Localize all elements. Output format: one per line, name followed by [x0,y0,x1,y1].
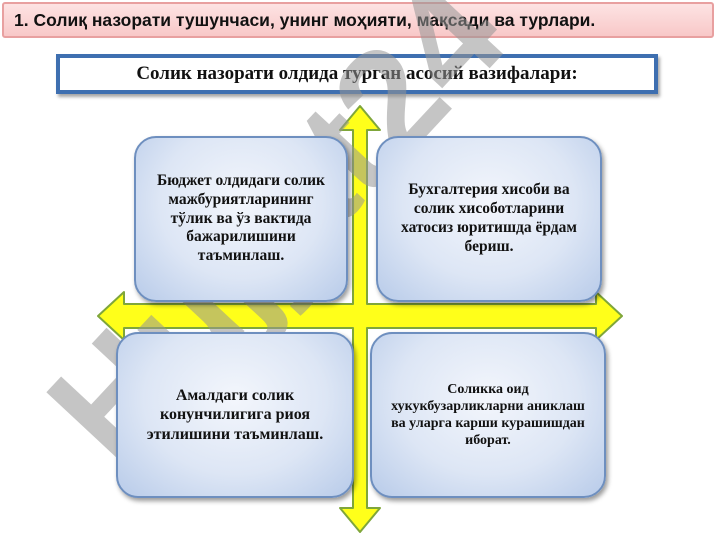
task-card-violations: Соликка оид хукукбузарликларни аниклаш в… [370,332,606,498]
task-card-compliance: Амалдаги солик конунчилигига риоя этилиш… [116,332,354,498]
slide-title: 1. Солиқ назорати тушунчаси, унинг моҳия… [2,2,714,38]
task-card-accounting: Бухгалтерия хисоби ва солик хисоботларин… [376,136,602,302]
task-card-budget: Бюджет олдидаги солик мажбуриятларининг … [134,136,348,302]
subtitle-box: Солик назорати олдида турган асосий вази… [56,54,658,94]
